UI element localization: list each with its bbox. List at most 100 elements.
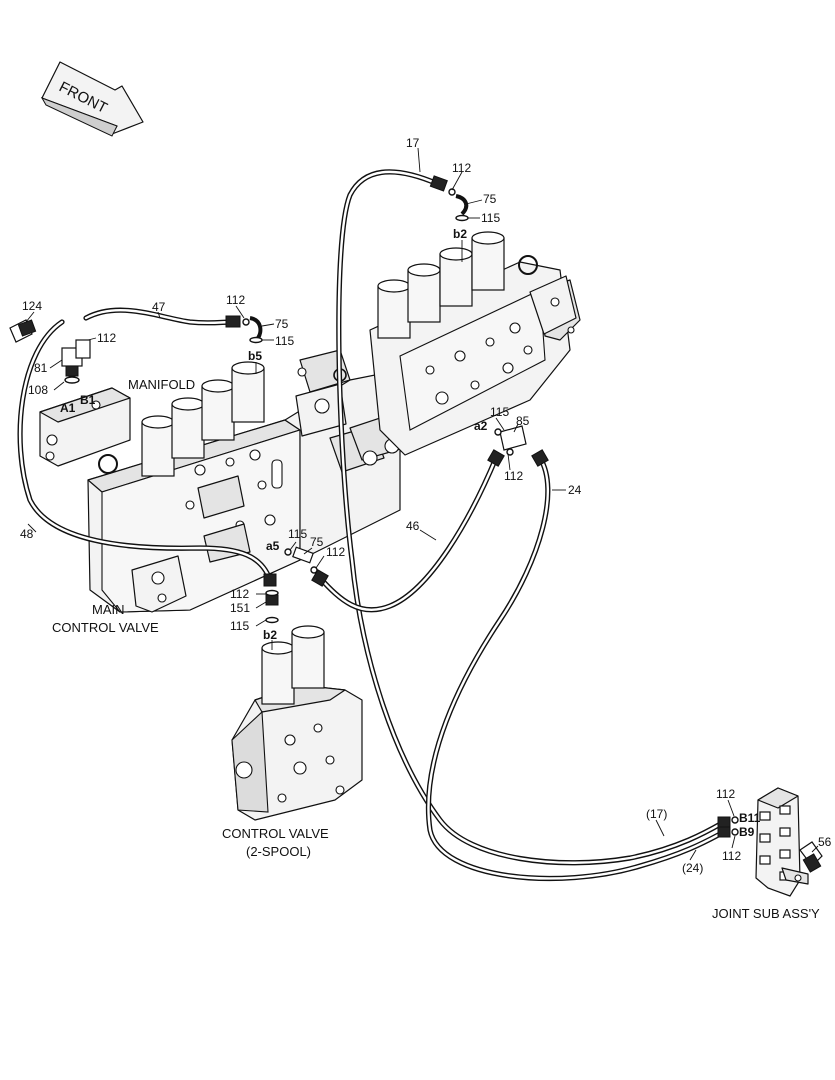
port-b2-low: b2 — [263, 628, 277, 642]
o-ring-112-mid — [242, 318, 250, 326]
solenoid — [377, 285, 411, 339]
solenoid — [171, 403, 205, 459]
callout-75: 75 — [310, 535, 324, 549]
port-A1: A1 — [60, 401, 76, 415]
o-ring-115-a2 — [494, 428, 502, 436]
callout-75: 75 — [275, 317, 289, 331]
leader — [157, 311, 161, 319]
o-ring-112 — [265, 589, 279, 597]
cv2-port — [284, 734, 296, 746]
leader — [255, 601, 267, 609]
front-arrow-edge — [40, 97, 118, 137]
callout-112: 112 — [722, 849, 741, 863]
leader — [303, 547, 313, 555]
center-port — [314, 398, 330, 414]
hose-end-17-joint — [717, 816, 731, 828]
leader — [53, 381, 65, 391]
valve-port — [435, 391, 449, 405]
callout-24: 24 — [568, 483, 582, 497]
callout-115: 115 — [490, 405, 509, 419]
callout-17: 17 — [406, 136, 420, 150]
callout-labels: 17 112 75 115 b2 124 47 112 75 115 b5 11… — [20, 136, 832, 921]
valve-port — [425, 365, 435, 375]
front-arrow: FRONT — [40, 61, 144, 137]
joint-bracket — [781, 867, 809, 885]
fitting-151 — [265, 594, 279, 606]
o-ring-112-b11 — [731, 816, 739, 824]
valve-port — [454, 350, 466, 362]
end-cap-port — [157, 593, 167, 603]
cv2-port — [277, 793, 287, 803]
bracket-hole — [794, 874, 802, 882]
lifting-eye — [518, 255, 538, 275]
hose-end-24-top — [531, 449, 549, 467]
solenoid-cap — [141, 415, 175, 429]
callout-48: 48 — [20, 527, 34, 541]
solenoid — [261, 647, 295, 705]
leader — [417, 147, 421, 173]
manifold-block — [9, 319, 131, 467]
hose-end-17-top — [429, 175, 448, 192]
hose-end-48-low — [263, 573, 277, 587]
manifold-top — [39, 387, 131, 423]
port-a5: a5 — [266, 539, 280, 553]
cv2-port — [293, 761, 307, 775]
solenoid-cap — [291, 625, 325, 639]
joint-port — [759, 811, 771, 821]
leader — [811, 845, 819, 853]
solenoid — [201, 385, 235, 441]
callout-112: 112 — [97, 331, 116, 345]
joint-port — [779, 805, 791, 815]
solenoid — [291, 631, 325, 689]
port-b2-top: b2 — [453, 227, 467, 241]
port-a2: a2 — [474, 419, 488, 433]
elbow-fitting — [75, 339, 91, 359]
valve-port — [523, 345, 533, 355]
joint-port — [759, 833, 771, 843]
callout-56: 56 — [818, 835, 832, 849]
leader — [465, 199, 483, 205]
pump-connector-port — [362, 450, 378, 466]
leader — [255, 619, 267, 627]
o-ring-115 — [265, 616, 279, 624]
joint-port — [759, 855, 771, 865]
manifold-port — [46, 434, 58, 446]
caption-cv2-1: CONTROL VALVE — [222, 826, 329, 841]
caption-main-1: MAIN — [92, 602, 125, 617]
leader — [513, 423, 519, 433]
callout-115: 115 — [230, 619, 249, 633]
valve-port — [249, 449, 261, 461]
joint-port — [779, 849, 791, 859]
leader — [451, 171, 463, 191]
leader — [49, 359, 63, 369]
valve-port — [264, 514, 276, 526]
hose-47-core — [84, 309, 234, 325]
leader — [289, 541, 297, 551]
o-ring-112-a2 — [506, 448, 514, 456]
leader-lines — [25, 147, 819, 861]
cv2-port — [235, 761, 253, 779]
caption-joint: JOINT SUB ASS'Y — [712, 906, 820, 921]
hose-end-24-joint — [717, 826, 731, 838]
leader — [315, 555, 325, 569]
solenoid-cap — [439, 247, 473, 261]
hose-end-46-low — [311, 569, 329, 587]
elbow-75-top — [455, 194, 469, 216]
caption-manifold: MANIFOLD — [128, 377, 195, 392]
hoses — [17, 169, 727, 881]
leader — [25, 311, 35, 323]
callout-108: 108 — [28, 383, 48, 397]
hose-24 — [425, 455, 727, 881]
o-ring-108 — [64, 376, 80, 384]
callout-151: 151 — [230, 601, 250, 615]
control-valve-2-spool — [231, 589, 363, 821]
callout-81: 81 — [34, 361, 48, 375]
tee-85 — [499, 425, 527, 451]
cv2-side — [231, 710, 269, 813]
right-solenoids — [377, 231, 505, 339]
end-cover-port — [567, 326, 575, 334]
valve-port — [509, 322, 521, 334]
valve-slot — [271, 459, 283, 489]
